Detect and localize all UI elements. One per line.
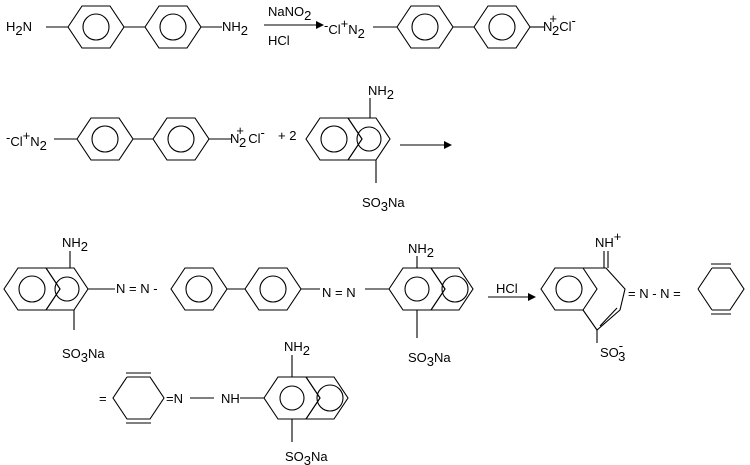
benzene-ring (170, 267, 228, 311)
reaction-arrow-head (528, 293, 536, 301)
naphthalene-ring-b (304, 376, 349, 420)
label-hcl-2: HCl (496, 281, 518, 296)
naphthalene-ring-a (3, 267, 61, 311)
aromatic-circle (356, 126, 382, 152)
benzene-ring (396, 5, 454, 49)
naphthalene-ring-a (388, 267, 446, 311)
aromatic-circle (316, 384, 344, 412)
quinoid-ring-bottom (112, 376, 165, 420)
label-h2n-left: H2N (6, 19, 32, 38)
benzene-ring (244, 267, 302, 311)
label-azo-left: N = N - (116, 281, 158, 296)
label-so3na-bottom: SO3Na (285, 449, 328, 465)
benzene-ring (144, 5, 202, 49)
naphthalene-ring-b (44, 267, 89, 311)
benzene-ring (152, 117, 210, 161)
label-so3na-right: SO3Na (408, 350, 451, 369)
reaction-arrow-head (316, 21, 324, 29)
reaction-arrow-head (444, 141, 452, 149)
label-hcl: HCl (268, 33, 290, 48)
aromatic-circle (411, 13, 439, 41)
label-n2-cl-right: N+2Cl- (543, 11, 576, 38)
label-cl-n2-left-2: -Cl+N2 (6, 128, 47, 153)
benzene-ring (67, 5, 125, 49)
benzo-ring (540, 267, 598, 311)
aromatic-circle (54, 276, 80, 302)
naphthalene-ring-a (263, 376, 321, 420)
label-nh2-bottom: NH2 (284, 339, 310, 358)
label-so3-minus: SO-3 (600, 338, 625, 364)
quinoid-ring (582, 267, 626, 331)
label-azo-product: = N - N = (628, 286, 681, 301)
label-so3na: SO3Na (362, 195, 405, 214)
aromatic-circle (18, 275, 46, 303)
aromatic-circle (185, 275, 213, 303)
naphthalene-ring-b (429, 267, 474, 311)
label-so3na-left: SO3Na (62, 346, 105, 365)
bond (697, 267, 713, 290)
aromatic-circle (279, 385, 305, 411)
label-cl-n2-left: -Cl+N2 (324, 16, 365, 41)
label-plus-2: + 2 (278, 128, 296, 143)
label-nano2: NaNO2 (268, 4, 311, 23)
aromatic-circle (320, 125, 348, 153)
label-nh-plus: NH+ (595, 229, 621, 250)
aromatic-circle (259, 275, 287, 303)
double-bond (599, 307, 618, 327)
label-nh2: NH2 (368, 83, 394, 102)
aromatic-circle (555, 275, 583, 303)
label-azo-right: N = N (322, 285, 356, 300)
aromatic-circle (404, 276, 430, 302)
label-eq-left: = (99, 391, 107, 406)
aromatic-circle (91, 125, 119, 153)
quinoid-ring-end (712, 267, 745, 311)
label-nh2-right: NH2 (222, 19, 248, 38)
bond (697, 288, 713, 311)
label-nh2-right: NH2 (408, 241, 434, 260)
aromatic-circle (488, 13, 516, 41)
aromatic-circle (82, 13, 110, 41)
benzene-ring (473, 5, 531, 49)
naphthalene-ring-a (305, 117, 363, 161)
aromatic-circle (159, 13, 187, 41)
label-nh2-left: NH2 (62, 235, 88, 254)
benzene-ring (76, 117, 134, 161)
aromatic-circle (441, 275, 469, 303)
aromatic-circle (167, 125, 195, 153)
naphthalene-ring-b (346, 117, 391, 161)
